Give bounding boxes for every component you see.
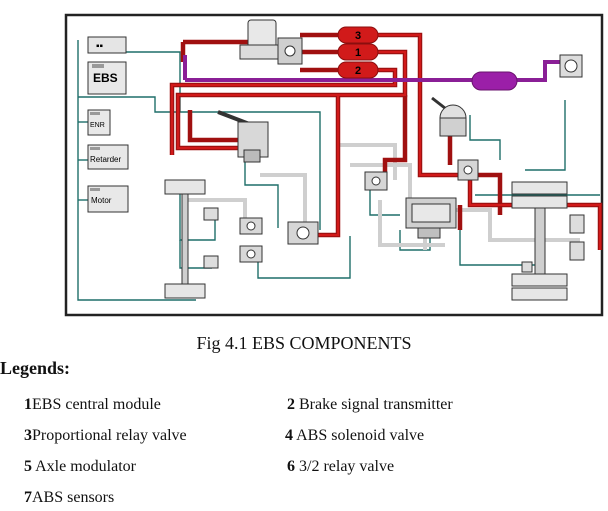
front-axle: [164, 179, 219, 299]
legend-text-4: ABS solenoid valve: [293, 427, 425, 444]
legend-text-6: 3/2 relay valve: [295, 458, 395, 475]
legend-title: Legends:: [0, 358, 71, 378]
proportional-relay-valve: [287, 221, 319, 245]
reservoir-label-3: 3: [355, 30, 361, 42]
legend-item-7: 7ABS sensors: [24, 489, 114, 507]
reservoir-1: [337, 43, 379, 61]
module-motor: Motor: [87, 185, 129, 213]
hand-brake-valve: [431, 96, 467, 137]
module-motor-label: Motor: [91, 196, 112, 205]
reservoirs: 3 1 2: [337, 26, 379, 79]
ebs-diagram: 3 1 2 ▪▪ EBS ENR: [64, 13, 604, 317]
battery-module: ▪▪: [87, 36, 127, 54]
module-ebs: EBS: [87, 61, 127, 95]
brake-signal-transmitter: [217, 110, 269, 163]
legend-item-5: 5 Axle modulator: [24, 458, 136, 476]
legend-num-2: 2: [287, 396, 295, 413]
legend-num-1: 1: [24, 396, 32, 413]
module-enr-label: ENR: [90, 122, 105, 129]
legend-num-6: 6: [287, 458, 295, 475]
legend-item-2: 2 Brake signal transmitter: [287, 396, 453, 414]
trailer-control-valve: [559, 54, 583, 78]
valve-3-2: [457, 159, 479, 181]
legend-text-2: Brake signal transmitter: [295, 396, 453, 413]
legend-text-3: Proportional relay valve: [32, 427, 187, 444]
legend-text-7: ABS sensors: [32, 489, 115, 506]
legend-num-4: 4: [285, 427, 293, 444]
reservoir-2: [337, 61, 379, 79]
reservoir-label-2: 2: [355, 65, 361, 77]
air-dryer: [239, 19, 303, 65]
module-retarder: Retarder: [87, 144, 129, 170]
svg-text:▪▪: ▪▪: [96, 41, 104, 52]
legend-item-4: 4 ABS solenoid valve: [285, 427, 424, 445]
reservoir-label-1: 1: [355, 47, 361, 59]
signal-wiring: [77, 40, 600, 301]
trailer-line: [185, 60, 565, 82]
rear-axle: [511, 181, 585, 301]
relay-valve: [364, 171, 388, 191]
legend-num-7: 7: [24, 489, 32, 506]
legend-num-5: 5: [24, 458, 32, 475]
axle-modulator: [405, 197, 457, 239]
trailer-reservoir: [471, 71, 518, 91]
reservoir-3: [337, 26, 379, 44]
legend-text-1: EBS central module: [32, 396, 161, 413]
figure-caption: Fig 4.1 EBS COMPONENTS: [196, 333, 412, 353]
abs-solenoid-valves: [239, 217, 263, 263]
legend-text-5: Axle modulator: [32, 458, 136, 475]
module-ebs-label: EBS: [93, 71, 118, 85]
legend-num-3: 3: [24, 427, 32, 444]
module-enr: ENR: [87, 109, 111, 136]
legend-item-1: 1EBS central module: [24, 396, 161, 414]
legend-item-3: 3Proportional relay valve: [24, 427, 187, 445]
legend-item-6: 6 3/2 relay valve: [287, 458, 394, 476]
module-retarder-label: Retarder: [90, 155, 121, 164]
